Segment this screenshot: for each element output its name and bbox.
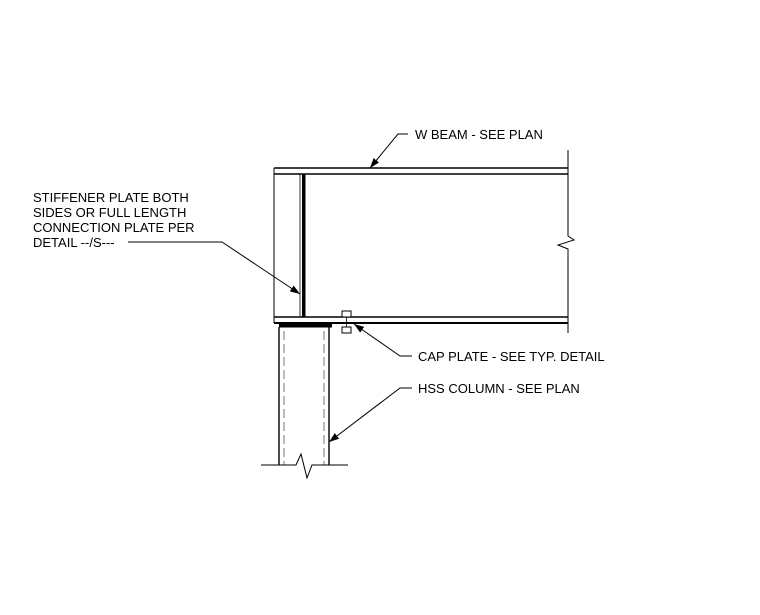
- leader-lines: [128, 133, 412, 443]
- cap-plate: [279, 323, 332, 328]
- cap-plate-note: CAP PLATE - SEE TYP. DETAIL: [418, 349, 605, 364]
- column-break-line: [261, 452, 348, 480]
- bolt-head: [341, 310, 352, 318]
- stiffener-plate: [299, 174, 306, 317]
- stiffener-weld: [302, 174, 306, 317]
- stiffener-note-line-2: SIDES OR FULL LENGTH: [33, 205, 186, 220]
- bolt-nut: [341, 326, 352, 334]
- beam-break-line: [556, 150, 576, 333]
- stiffener-leader: [128, 241, 301, 295]
- cap-plate-leader: [353, 323, 412, 357]
- stiffener-note-line-4: DETAIL --/S---: [33, 235, 115, 250]
- column-leader: [328, 387, 412, 443]
- stiffener-note-line-1: STIFFENER PLATE BOTH: [33, 190, 189, 205]
- w-beam: [273, 150, 576, 333]
- beam-leader: [369, 133, 408, 169]
- column-note: HSS COLUMN - SEE PLAN: [418, 381, 580, 396]
- bolt: [341, 310, 352, 334]
- beam-note: W BEAM - SEE PLAN: [415, 127, 543, 142]
- stiffener-note-line-3: CONNECTION PLATE PER: [33, 220, 195, 235]
- hss-column: [261, 327, 348, 480]
